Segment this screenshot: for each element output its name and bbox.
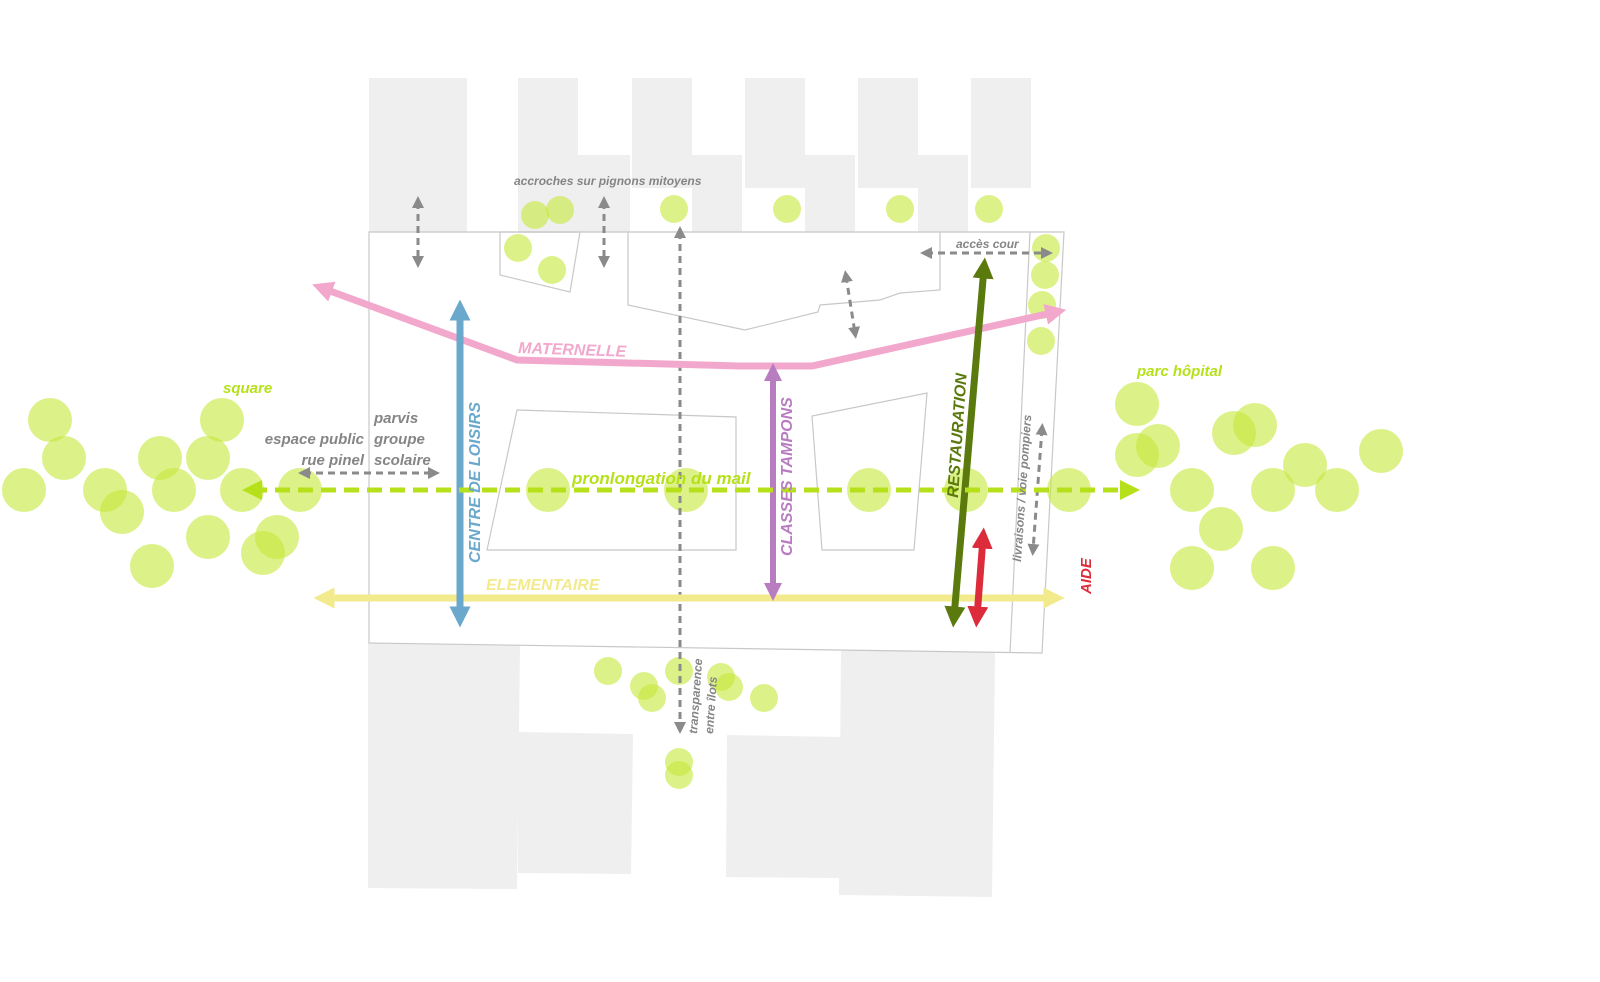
tree-canopy [538,256,566,284]
tree-canopy [1251,546,1295,590]
tree-canopy [1027,327,1055,355]
trees [2,195,1403,789]
label-square: square [223,380,272,397]
tree-canopy [1359,429,1403,473]
label-entre-ilots: entre îlots [702,676,720,735]
tree-canopy [1233,403,1277,447]
label-scolaire: scolaire [374,452,431,469]
label-transparence: transparence [686,658,705,734]
tree-canopy [1170,468,1214,512]
tree-canopy [200,398,244,442]
tree-canopy [1251,468,1295,512]
tree-canopy [638,684,666,712]
label-maternelle: MATERNELLE [518,340,628,361]
tree-canopy [42,436,86,480]
tree-canopy [521,201,549,229]
label-groupe: groupe [373,431,425,448]
tree-canopy [255,515,299,559]
label-espace-public: espace public [265,431,365,448]
tree-canopy [28,398,72,442]
tree-canopy [1136,424,1180,468]
tree-canopy [1283,443,1327,487]
tree-canopy [660,195,688,223]
label-aide: AIDE [1078,557,1095,595]
tree-canopy [886,195,914,223]
tree-canopy [152,468,196,512]
tree-canopy [750,684,778,712]
tree-canopy [130,544,174,588]
tree-canopy [1315,468,1359,512]
tree-canopy [1031,261,1059,289]
maternelle-arrow [312,281,1067,370]
tree-canopy [1032,234,1060,262]
tree-canopy [546,196,574,224]
tree-canopy [186,436,230,480]
tree-canopy [715,673,743,701]
tree-canopy [975,195,1003,223]
label-mail: pronlongation du mail [571,469,752,488]
tree-canopy [1199,507,1243,551]
tree-canopy [186,515,230,559]
label-acces-cour: accès cour [956,237,1020,251]
buildings [368,78,1031,897]
label-accroches: accroches sur pignons mitoyens [514,174,702,188]
label-centre-loisirs: CENTRE DE LOISIRS [467,402,484,563]
restauration-arrow [944,257,994,628]
tree-canopy [100,490,144,534]
flow-arrows [242,257,1140,628]
tree-canopy [504,234,532,262]
tree-canopy [1170,546,1214,590]
label-elementaire: ELEMENTAIRE [486,577,601,594]
tree-canopy [773,195,801,223]
tree-canopy [1115,382,1159,426]
label-classes-tampons: CLASSES TAMPONS [779,397,796,556]
tree-canopy [594,657,622,685]
aide-arrow [967,527,993,628]
label-parc-hopital: parc hôpital [1136,363,1223,380]
label-rue-pinel: rue pinel [301,452,364,469]
tree-canopy [2,468,46,512]
label-parvis: parvis [373,410,418,427]
tree-canopy [665,761,693,789]
courtyard-arrow [841,270,860,339]
